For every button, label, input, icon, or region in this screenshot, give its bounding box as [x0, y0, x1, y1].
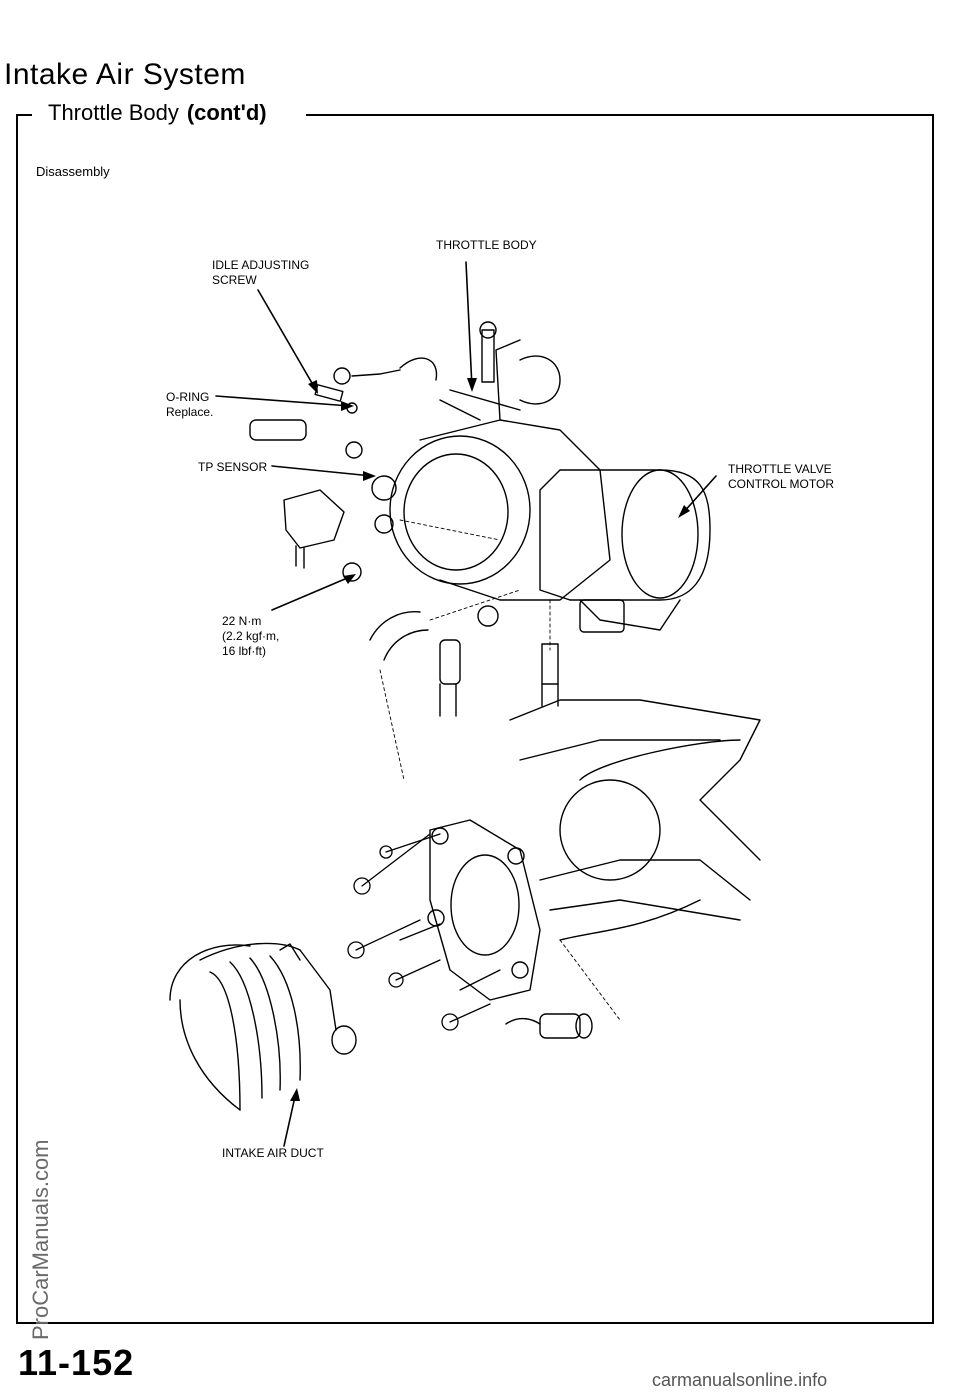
frame-rule-left	[16, 114, 32, 116]
subtitle-contd: (cont'd)	[186, 100, 267, 125]
frame-rule-right	[306, 114, 934, 116]
label-torque-spec: 22 N·m (2.2 kgf·m, 16 lbf·ft)	[222, 614, 280, 658]
section-title: Intake Air System	[4, 58, 246, 91]
label-tp-sensor: TP SENSOR	[198, 460, 268, 474]
page-subtitle: Throttle Body (cont'd)	[44, 100, 271, 126]
idle-screw-assembly	[314, 357, 438, 402]
subtitle-text: Throttle Body	[48, 100, 179, 125]
tp-sensor	[283, 489, 345, 569]
intake-air-duct	[169, 942, 357, 1111]
mounting-bolts	[347, 833, 501, 1031]
gasket	[427, 819, 541, 1001]
label-throttle-valve-control-motor: THROTTLE VALVE CONTROL MOTOR	[728, 462, 835, 491]
reference-lines	[379, 519, 621, 1021]
label-o-ring: O-RING Replace.	[166, 390, 214, 419]
watermark: ProCarManuals.com	[28, 1139, 53, 1340]
diagram-heading: Disassembly	[36, 164, 110, 179]
leader-lines	[215, 261, 717, 1147]
label-idle-adjusting-screw: IDLE ADJUSTING SCREW	[212, 258, 310, 287]
iat-sensor	[505, 1013, 593, 1039]
intake-manifold	[509, 699, 761, 941]
label-throttle-body: THROTTLE BODY	[436, 238, 537, 252]
content-frame	[16, 114, 934, 1324]
throttle-valve-motor	[539, 469, 711, 633]
page-number: 11-152	[18, 1342, 135, 1383]
footer-site: carmanualsonline.info	[652, 1370, 828, 1390]
small-parts	[249, 402, 499, 627]
label-intake-air-duct: INTAKE AIR DUCT	[222, 1146, 324, 1160]
hoses	[369, 611, 559, 717]
throttle-body	[389, 321, 611, 601]
